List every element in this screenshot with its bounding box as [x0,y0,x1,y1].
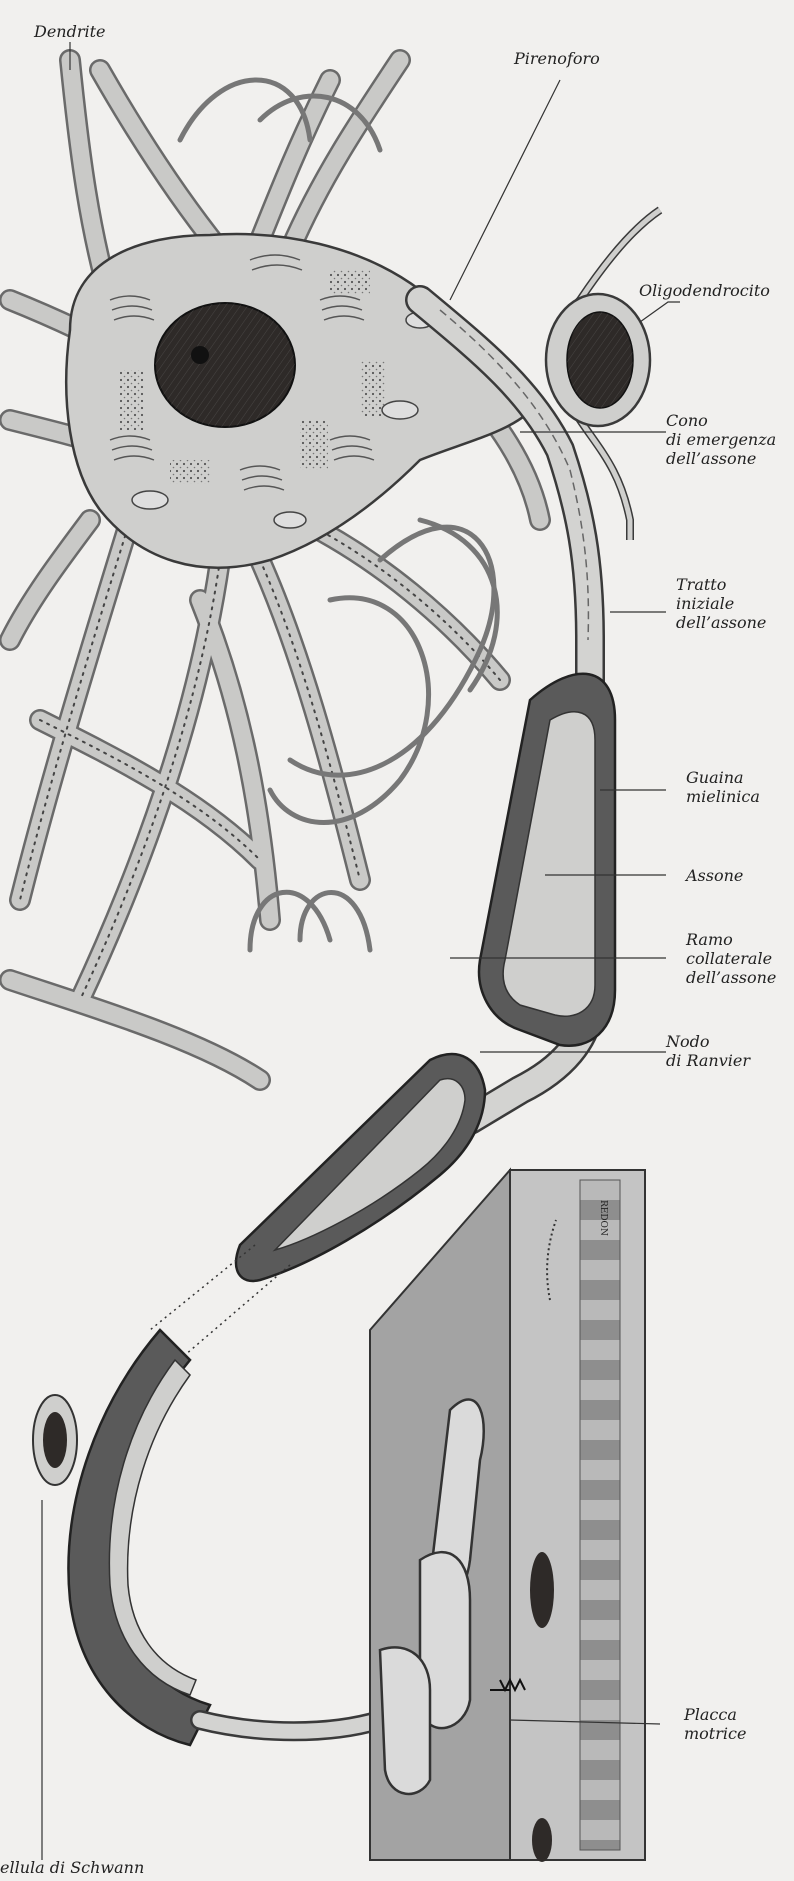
label-cono-emergenza: Cono di emergenza dell’assone [666,411,776,468]
schwann-cell [33,1395,77,1485]
label-tratto-iniziale: Tratto iniziale dell’assone [676,575,766,632]
dendrite-branches [10,60,540,1080]
label-pirenoforo: Pirenoforo [514,49,600,68]
soma [66,234,540,568]
label-guaina-mielinica: Guaina mielinica [686,768,760,806]
label-oligodendrocito: Oligodendrocito [639,281,770,300]
artist-signature: REDON [593,1200,612,1236]
label-cellula-schwann: ellula di Schwann [0,1858,144,1877]
label-ramo-collaterale: Ramo collaterale dell’assone [686,930,776,987]
label-dendrite: Dendrite [34,22,106,41]
label-assone: Assone [686,866,743,885]
label-placca-motrice: Placca motrice [684,1705,746,1743]
muscle-fiber [370,1170,645,1862]
label-nodo-ranvier: Nodo di Ranvier [666,1032,750,1070]
